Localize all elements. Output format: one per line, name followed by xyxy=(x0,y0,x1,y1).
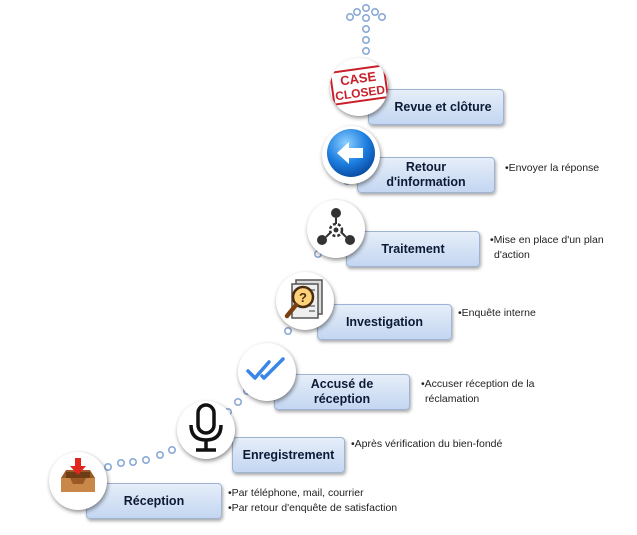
note-line: d'action xyxy=(494,249,530,261)
connector-dot xyxy=(361,4,370,13)
magnifier-document-icon: ? xyxy=(282,276,328,327)
connector-dot xyxy=(234,397,243,406)
step-enregistrement-label: Enregistrement xyxy=(242,447,335,462)
step-reception-label: Réception xyxy=(123,493,185,508)
step-accuse-notes: •Accuser réception de la réclamation xyxy=(421,377,534,407)
step-investigation-notes: •Enquête interne xyxy=(458,306,536,321)
note-line: •Après vérification du bien-fondé xyxy=(351,438,503,450)
connector-dot xyxy=(345,13,354,22)
connector-dot xyxy=(104,462,113,471)
step-accuse-icon-circle xyxy=(238,343,296,401)
svg-text:?: ? xyxy=(299,290,307,305)
step-traitement-icon-circle xyxy=(307,200,365,258)
connector-dot xyxy=(361,35,370,44)
connector-dot xyxy=(168,445,177,454)
step-enregistrement-icon-circle xyxy=(177,401,235,459)
step-investigation-icon-circle: ? xyxy=(276,272,334,330)
connector-dot xyxy=(283,326,292,335)
connector-dot xyxy=(156,450,165,459)
step-investigation-box: Investigation xyxy=(317,304,452,340)
step-reception-box: Réception xyxy=(86,483,222,519)
connector-dot xyxy=(142,455,151,464)
step-traitement-label: Traitement xyxy=(381,241,445,256)
inbox-tray-icon xyxy=(55,456,101,507)
stamp-line-2: CLOSED xyxy=(334,82,386,103)
step-retour-label: Retour d'information xyxy=(386,160,466,189)
step-reception-notes: •Par téléphone, mail, courrier •Par reto… xyxy=(228,486,397,516)
step-accuse-box: Accusé de réception xyxy=(274,374,410,410)
connector-dot xyxy=(377,13,386,22)
step-accuse-label: Accusé de réception xyxy=(310,377,374,406)
stamp-line-1: CASE xyxy=(339,68,377,88)
connector-dot xyxy=(361,24,370,33)
case-closed-stamp-icon: CASE CLOSED xyxy=(330,58,388,116)
step-traitement-box: Traitement xyxy=(346,231,480,267)
back-arrow-icon xyxy=(325,127,377,184)
connector-dot xyxy=(370,8,379,17)
step-revue-icon-circle: CASE CLOSED xyxy=(330,58,388,116)
connector-dot xyxy=(352,8,361,17)
step-retour-box: Retour d'information xyxy=(357,157,495,193)
microphone-icon xyxy=(183,402,229,458)
connector-dot xyxy=(361,46,370,55)
note-line: •Envoyer la réponse xyxy=(505,162,600,174)
double-check-icon xyxy=(245,355,289,390)
step-retour-notes: •Envoyer la réponse xyxy=(505,161,599,176)
step-investigation-label: Investigation xyxy=(345,314,424,329)
note-line: •Par retour d'enquête de satisfaction xyxy=(228,502,398,514)
note-line: •Enquête interne xyxy=(458,307,536,319)
step-enregistrement-box: Enregistrement xyxy=(232,437,345,473)
step-retour-icon-circle xyxy=(322,126,380,184)
step-reception-icon-circle xyxy=(49,452,107,510)
connector-dot xyxy=(129,457,138,466)
note-line: •Par téléphone, mail, courrier xyxy=(228,487,364,499)
note-line: réclamation xyxy=(425,393,480,405)
step-traitement-notes: •Mise en place d'un plan d'action xyxy=(490,233,604,263)
connector-dot xyxy=(117,458,126,467)
note-line: •Mise en place d'un plan xyxy=(490,234,604,246)
step-revue-label: Revue et clôture xyxy=(394,99,492,114)
connector-dot xyxy=(361,14,370,23)
step-revue-box: Revue et clôture xyxy=(368,89,504,125)
step-enregistrement-notes: •Après vérification du bien-fondé xyxy=(351,437,502,452)
process-network-icon xyxy=(313,204,359,255)
note-line: •Accuser réception de la xyxy=(421,378,535,390)
